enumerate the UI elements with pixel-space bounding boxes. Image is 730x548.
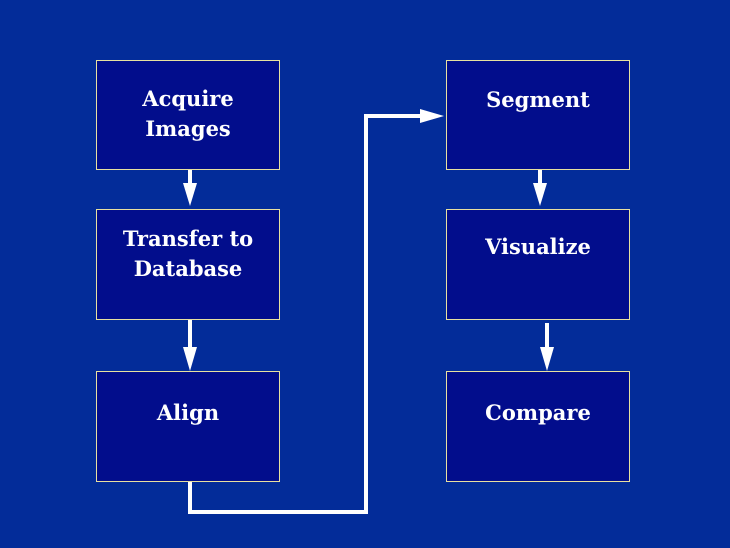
step-label: Visualize	[485, 233, 591, 259]
step-label: Acquire Images	[142, 86, 234, 141]
step-transfer-to-database: Transfer to Database	[96, 209, 280, 320]
step-label: Segment	[486, 87, 590, 112]
arrow-segment-to-visualize	[533, 170, 547, 206]
step-compare: Compare	[446, 371, 630, 482]
step-segment: Segment	[446, 60, 630, 170]
step-visualize: Visualize	[446, 209, 630, 320]
step-acquire-images: Acquire Images	[96, 60, 280, 170]
step-label: Compare	[485, 399, 591, 425]
step-align: Align	[96, 371, 280, 482]
arrow-transfer-to-align	[183, 320, 197, 371]
arrow-visualize-to-compare	[540, 323, 554, 371]
arrow-align-to-segment	[188, 109, 444, 514]
step-label: Align	[156, 399, 220, 425]
step-label: Transfer to Database	[122, 226, 254, 281]
arrow-acquire-to-transfer	[183, 170, 197, 206]
